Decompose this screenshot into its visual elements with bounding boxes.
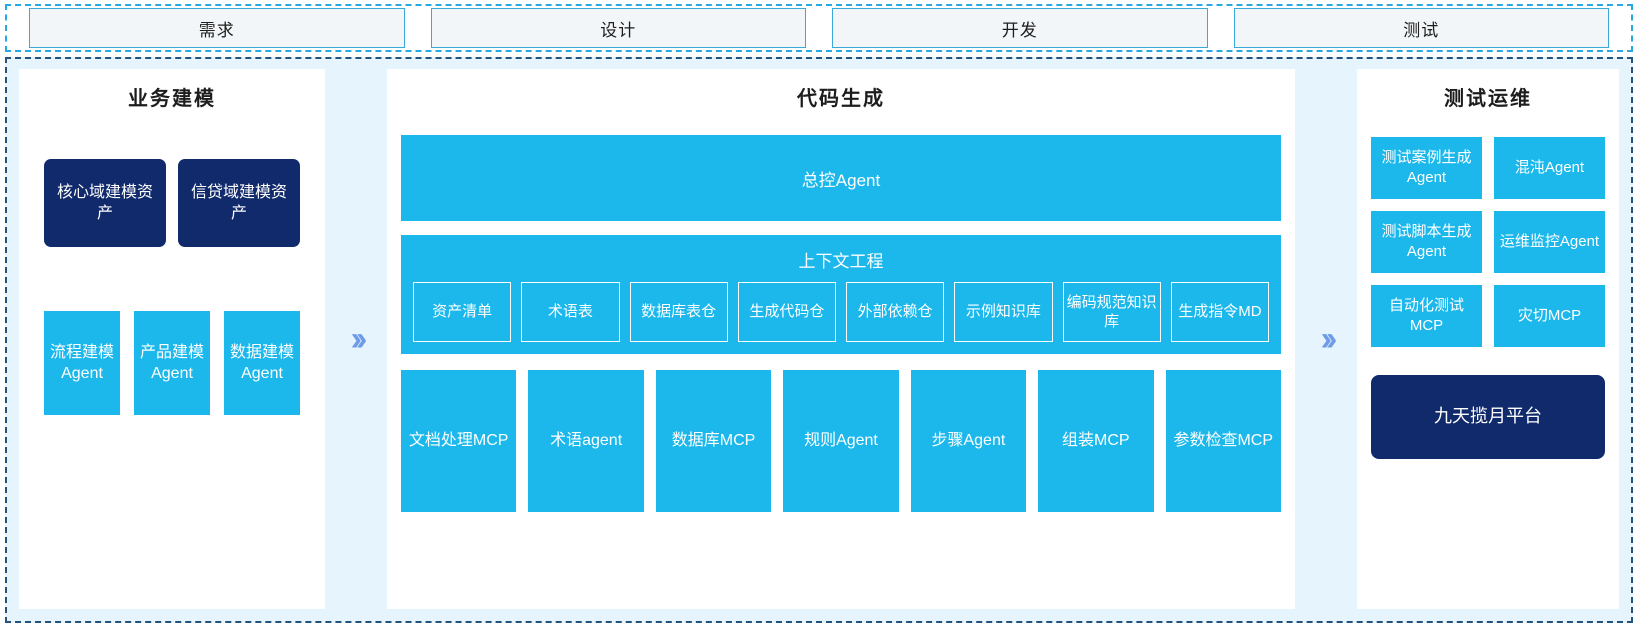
context-item-external-dependency-repo[interactable]: 外部依赖仓 — [846, 282, 945, 342]
panel-test-operations: 测试运维 测试案例生成Agent 混沌Agent 测试脚本生成Agent 运维监… — [1357, 69, 1619, 609]
code-generation-tools-row: 文档处理MCP 术语agent 数据库MCP 规则Agent 步骤Agent 组… — [401, 370, 1281, 512]
agent-card-label: 数据建模Agent — [229, 343, 294, 382]
agent-card-label: 测试案例生成Agent — [1381, 148, 1472, 186]
context-item-generation-instruction-md[interactable]: 生成指令MD — [1170, 282, 1269, 342]
architecture-body: 业务建模 核心域建模资产 信贷域建模资产 流程建模Agent 产品建模Agent… — [5, 57, 1633, 623]
tool-card-rule-agent[interactable]: 规则Agent — [783, 370, 899, 512]
agent-card-process-modeling[interactable]: 流程建模Agent — [44, 311, 120, 415]
asset-card-core-domain[interactable]: 核心域建模资产 — [44, 159, 166, 247]
tool-card-glossary-agent[interactable]: 术语agent — [528, 370, 644, 512]
master-control-agent-label: 总控Agent — [801, 170, 881, 190]
phase-box-design[interactable]: 设计 — [430, 8, 806, 48]
tool-card-label: 参数检查MCP — [1173, 432, 1274, 450]
context-item-label: 示例知识库 — [965, 303, 1041, 321]
panel-title-test-operations: 测试运维 — [1444, 88, 1532, 110]
tool-card-label: 步骤Agent — [931, 432, 1006, 450]
context-item-asset-inventory[interactable]: 资产清单 — [413, 282, 512, 342]
phase-box-testing[interactable]: 测试 — [1233, 8, 1609, 48]
panel-business-modeling: 业务建模 核心域建模资产 信贷域建模资产 流程建模Agent 产品建模Agent… — [19, 69, 325, 609]
tool-card-parameter-check-mcp[interactable]: 参数检查MCP — [1165, 370, 1281, 512]
tool-card-label: 规则Agent — [804, 432, 878, 450]
tool-card-document-processing-mcp[interactable]: 文档处理MCP — [401, 370, 517, 512]
business-modeling-assets-group: 核心域建模资产 信贷域建模资产 — [33, 159, 311, 247]
context-engineering-items: 资产清单 术语表 数据库表仓 生成代码仓 外部依赖仓 示例知识库 — [413, 282, 1269, 342]
context-item-example-knowledge-base[interactable]: 示例知识库 — [954, 282, 1053, 342]
agent-card-test-script-generation[interactable]: 测试脚本生成Agent — [1371, 211, 1482, 273]
tool-card-label: 组装MCP — [1062, 432, 1130, 450]
panel-code-generation: 代码生成 总控Agent 上下文工程 资产清单 术语表 数据库表仓 生成代码仓 — [387, 69, 1295, 609]
context-item-generated-code-repo[interactable]: 生成代码仓 — [737, 282, 836, 342]
agent-card-label: 自动化测试MCP — [1388, 296, 1464, 334]
phase-header-strip: 需求 设计 开发 测试 — [5, 4, 1633, 52]
phase-box-development[interactable]: 开发 — [832, 8, 1208, 48]
panel-title-business-modeling: 业务建模 — [128, 88, 216, 110]
agent-card-label: 流程建模Agent — [49, 343, 114, 382]
context-item-label: 编码规范知识库 — [1066, 293, 1157, 331]
agent-card-label: 灾切MCP — [1517, 306, 1582, 324]
agent-card-disaster-switch-mcp[interactable]: 灾切MCP — [1494, 285, 1605, 347]
context-item-coding-standard-knowledge-base[interactable]: 编码规范知识库 — [1062, 282, 1161, 342]
chevron-right-icon-right: ›› — [1295, 69, 1357, 609]
context-item-label: 生成指令MD — [1178, 303, 1262, 321]
chevron-glyph: ›› — [350, 319, 367, 358]
panel-title-code-generation: 代码生成 — [797, 88, 885, 110]
chevron-glyph: ›› — [1320, 319, 1337, 358]
context-engineering-title: 上下文工程 — [798, 252, 884, 271]
agent-card-chaos[interactable]: 混沌Agent — [1494, 137, 1605, 199]
phase-label: 开发 — [1001, 20, 1038, 40]
platform-wrapper: 九天揽月平台 — [1371, 375, 1605, 459]
context-item-label: 外部依赖仓 — [857, 303, 933, 321]
phase-label: 设计 — [600, 20, 637, 40]
phase-label: 需求 — [198, 20, 235, 40]
agent-card-label: 测试脚本生成Agent — [1381, 222, 1472, 260]
tool-card-label: 文档处理MCP — [408, 432, 509, 450]
context-item-db-table-repo[interactable]: 数据库表仓 — [629, 282, 728, 342]
phase-label: 测试 — [1403, 20, 1440, 40]
context-item-glossary[interactable]: 术语表 — [521, 282, 620, 342]
agent-card-label: 混沌Agent — [1514, 158, 1585, 176]
test-operations-agents-grid: 测试案例生成Agent 混沌Agent 测试脚本生成Agent 运维监控Agen… — [1371, 137, 1605, 347]
tool-card-label: 数据库MCP — [671, 432, 756, 450]
tool-card-database-mcp[interactable]: 数据库MCP — [655, 370, 772, 512]
context-item-label: 数据库表仓 — [641, 303, 717, 321]
business-modeling-agents-group: 流程建模Agent 产品建模Agent 数据建模Agent — [33, 311, 311, 415]
platform-card-jiutian-lanyue[interactable]: 九天揽月平台 — [1371, 375, 1605, 459]
context-engineering-block: 上下文工程 资产清单 术语表 数据库表仓 生成代码仓 外部依赖仓 示 — [401, 235, 1281, 354]
agent-card-automated-test-mcp[interactable]: 自动化测试MCP — [1371, 285, 1482, 347]
asset-card-label: 信贷域建模资产 — [190, 183, 287, 222]
tool-card-step-agent[interactable]: 步骤Agent — [910, 370, 1027, 512]
context-item-label: 生成代码仓 — [749, 303, 825, 321]
agent-card-product-modeling[interactable]: 产品建模Agent — [134, 311, 210, 415]
tool-card-label: 术语agent — [550, 432, 623, 450]
context-item-label: 术语表 — [547, 303, 593, 321]
asset-card-credit-domain[interactable]: 信贷域建模资产 — [178, 159, 300, 247]
agent-card-label: 产品建模Agent — [139, 343, 204, 382]
context-item-label: 资产清单 — [432, 303, 493, 321]
tool-card-assembly-mcp[interactable]: 组装MCP — [1038, 370, 1154, 512]
phase-box-requirements[interactable]: 需求 — [29, 8, 405, 48]
agent-card-data-modeling[interactable]: 数据建模Agent — [224, 311, 300, 415]
master-control-agent-bar[interactable]: 总控Agent — [401, 135, 1281, 221]
agent-card-test-case-generation[interactable]: 测试案例生成Agent — [1371, 137, 1482, 199]
agent-card-operations-monitoring[interactable]: 运维监控Agent — [1494, 211, 1605, 273]
chevron-right-icon-left: ›› — [325, 69, 387, 609]
asset-card-label: 核心域建模资产 — [56, 183, 153, 222]
platform-card-label: 九天揽月平台 — [1434, 406, 1542, 427]
agent-card-label: 运维监控Agent — [1499, 232, 1600, 250]
